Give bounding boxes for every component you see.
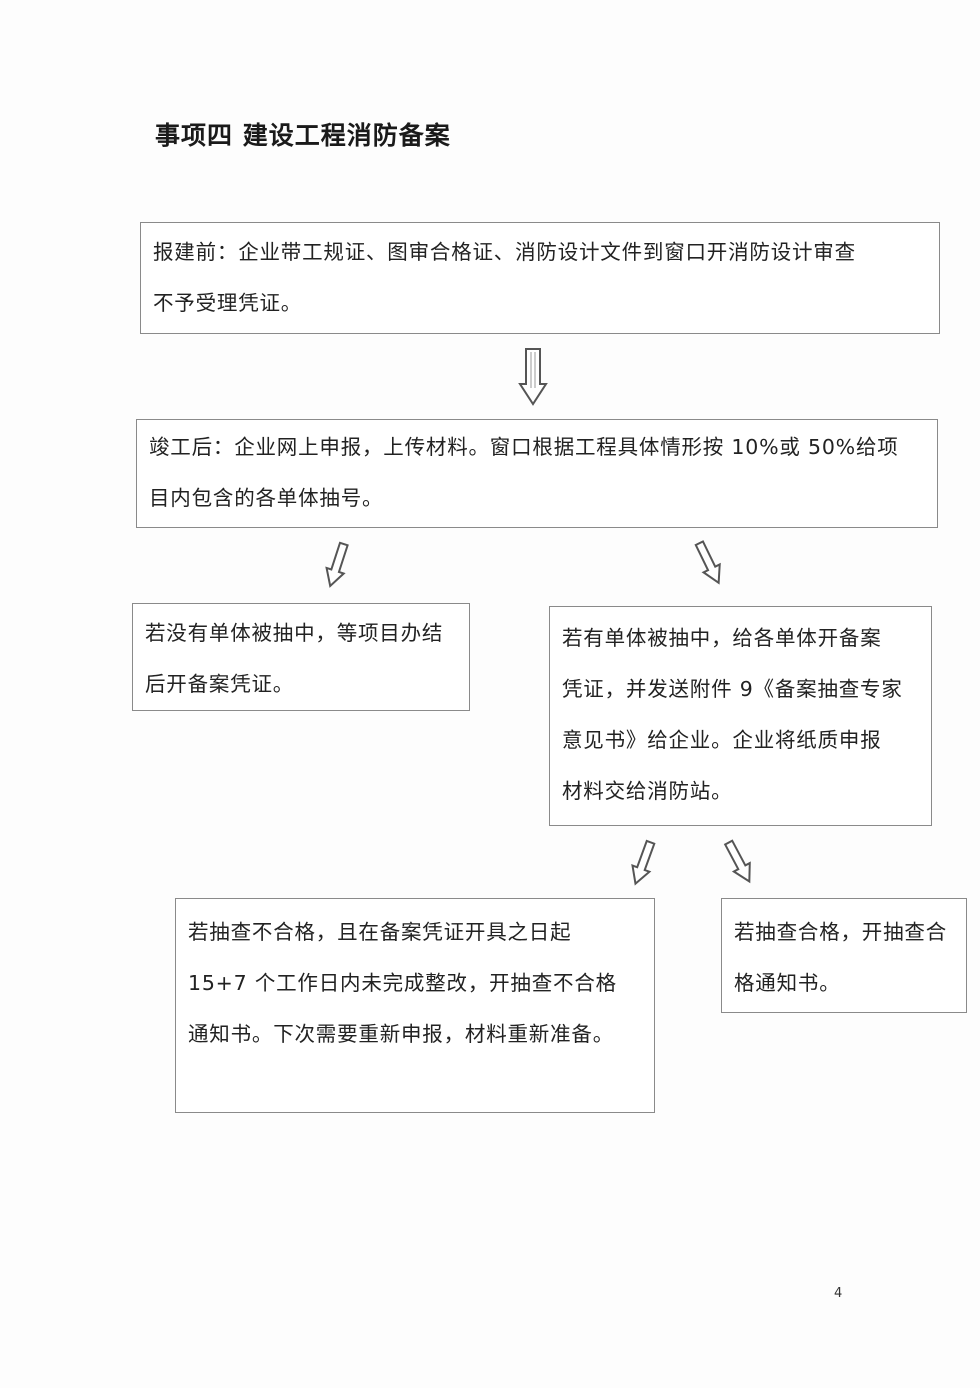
node-text-line: 若有单体被抽中，给各单体开备案 (562, 626, 882, 650)
node-text-line: 目内包含的各单体抽号。 (149, 486, 384, 510)
node-text-line: 报建前：企业带工规证、图审合格证、消防设计文件到窗口开消防设计审查 (153, 240, 856, 264)
node-not-selected: 若没有单体被抽中，等项目办结 后开备案凭证。 (132, 603, 470, 711)
page-number: 4 (834, 1286, 843, 1301)
node-text-line: 15+7 个工作日内未完成整改，开抽查不合格 (188, 971, 617, 995)
node-before-construction: 报建前：企业带工规证、图审合格证、消防设计文件到窗口开消防设计审查 不予受理凭证… (140, 222, 940, 334)
arrow-after-to-not-selected (325, 541, 349, 588)
arrow-before-to-after (518, 348, 548, 406)
node-check-passed: 若抽查合格，开抽查合 格通知书。 (721, 898, 967, 1013)
arrow-selected-to-failed (631, 839, 656, 886)
node-check-failed: 若抽查不合格，且在备案凭证开具之日起 15+7 个工作日内未完成整改，开抽查不合… (175, 898, 655, 1113)
node-text-line: 若抽查合格，开抽查合 (734, 920, 947, 944)
node-text-line: 通知书。下次需要重新申报，材料重新准备。 (188, 1022, 614, 1046)
node-text-line: 竣工后：企业网上申报，上传材料。窗口根据工程具体情形按 10%或 50%给项 (149, 435, 899, 459)
arrow-after-to-selected (694, 540, 721, 585)
node-text-line: 后开备案凭证。 (145, 672, 295, 696)
node-text-line: 若抽查不合格，且在备案凭证开具之日起 (188, 920, 572, 944)
node-text-line: 不予受理凭证。 (153, 291, 303, 315)
node-selected: 若有单体被抽中，给各单体开备案 凭证，并发送附件 9《备案抽查专家 意见书》给企… (549, 606, 932, 826)
arrow-selected-to-passed (723, 839, 751, 884)
node-after-completion: 竣工后：企业网上申报，上传材料。窗口根据工程具体情形按 10%或 50%给项 目… (136, 419, 938, 528)
node-text-line: 若没有单体被抽中，等项目办结 (145, 621, 444, 645)
page-title: 事项四 建设工程消防备案 (155, 121, 451, 150)
node-text-line: 意见书》给企业。企业将纸质申报 (562, 728, 882, 752)
node-text-line: 凭证，并发送附件 9《备案抽查专家 (562, 677, 903, 701)
node-text-line: 格通知书。 (734, 971, 841, 995)
node-text-line: 材料交给消防站。 (562, 779, 733, 803)
